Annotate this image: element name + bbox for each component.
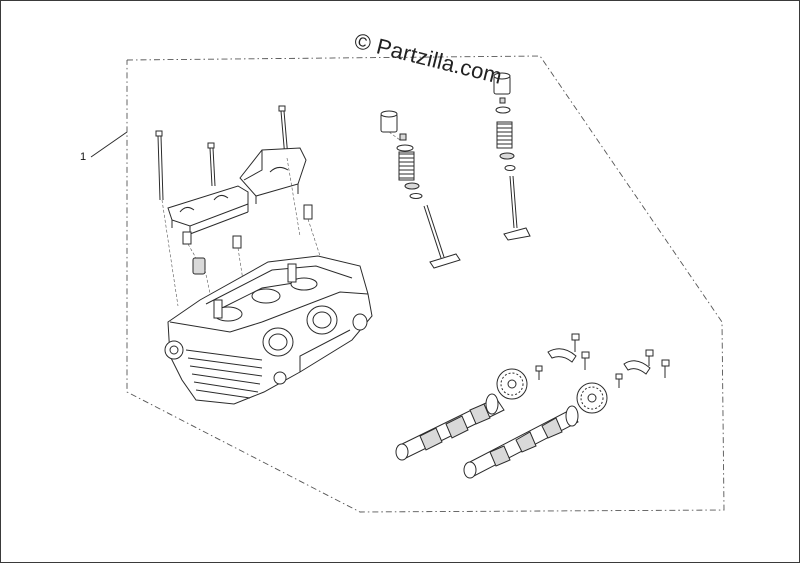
head-bolt-left xyxy=(155,130,164,201)
cylinder-head xyxy=(164,255,373,405)
exhaust-camshaft xyxy=(463,405,579,479)
intake-valve-assembly xyxy=(380,110,461,269)
exhaust-valve-assembly xyxy=(493,72,531,241)
intake-camshaft xyxy=(395,393,505,461)
callout-leader-line xyxy=(90,131,128,158)
kit-boundary-outline xyxy=(126,55,725,513)
intake-cam-sprocket xyxy=(496,368,528,400)
camshaft-holder-rear xyxy=(239,147,307,204)
sprocket-bolts xyxy=(535,333,670,388)
camshaft-holder-front xyxy=(167,185,249,235)
head-bolt-middle xyxy=(207,142,216,187)
exhaust-cam-sprocket xyxy=(576,382,608,414)
cam-chain-caps xyxy=(547,348,651,375)
callout-number: 1 xyxy=(80,151,87,163)
